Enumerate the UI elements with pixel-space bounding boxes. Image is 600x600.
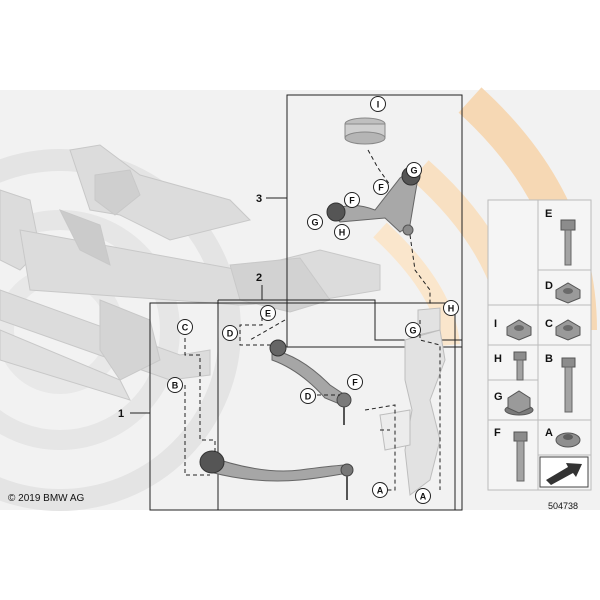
- callout-2: 2: [256, 272, 262, 284]
- parts-table: [487, 199, 592, 491]
- callout-circle-a: A: [372, 482, 388, 498]
- bolt-h-part: [513, 351, 527, 381]
- callout-letter: D: [227, 329, 234, 339]
- table-label-d: D: [545, 280, 553, 292]
- table-label-h: H: [494, 353, 502, 365]
- callout-letter: H: [339, 228, 346, 238]
- callout-letter: B: [172, 381, 179, 391]
- callout-circle-d: D: [222, 325, 238, 341]
- callout-circle-f: F: [347, 374, 363, 390]
- callout-letter: C: [182, 323, 189, 333]
- nut-i-part: [506, 319, 532, 341]
- callout-circle-f: F: [373, 179, 389, 195]
- arrow-symbol-icon: [539, 456, 589, 488]
- table-label-b: B: [545, 353, 553, 365]
- group-frame-3: [266, 94, 463, 348]
- bolt-b-part: [561, 357, 576, 413]
- subframe: [0, 144, 381, 401]
- callout-letter: F: [378, 183, 384, 193]
- diagram-part-number: 504738: [548, 501, 579, 511]
- callout-letter: G: [410, 166, 417, 176]
- bolt-f-part: [513, 431, 528, 482]
- callout-circle-c: C: [177, 319, 193, 335]
- table-label-g: G: [494, 391, 503, 403]
- callout-circle-b: B: [167, 377, 183, 393]
- callout-letter: G: [311, 218, 318, 228]
- strut-mount-part: [344, 117, 386, 145]
- callout-letter: I: [377, 100, 380, 110]
- nut-d-part: [555, 282, 581, 304]
- callout-letter: G: [409, 326, 416, 336]
- callout-letter: F: [349, 196, 355, 206]
- table-label-f: F: [494, 427, 501, 439]
- callout-circle-g: G: [406, 162, 422, 178]
- nut-g-part: [504, 390, 534, 416]
- letter-callouts: I G F F G H H G C B D E F D A A: [167, 96, 459, 504]
- tension-strut-arm: [199, 450, 354, 500]
- nut-c-part: [555, 319, 581, 341]
- callout-letter: H: [448, 304, 455, 314]
- callout-circle-a: A: [415, 488, 431, 504]
- nut-a-part: [555, 432, 581, 448]
- callout-1: 1: [118, 408, 124, 420]
- table-label-a: A: [545, 427, 553, 439]
- callout-circle-e: E: [260, 305, 276, 321]
- wheel-carrier: [379, 307, 446, 496]
- callout-letter: D: [305, 392, 312, 402]
- callout-letter: A: [420, 492, 427, 502]
- callout-circle-g: G: [405, 322, 421, 338]
- callout-circle-h: H: [334, 224, 350, 240]
- copyright-text: © 2019 BMW AG: [8, 493, 85, 504]
- callout-3: 3: [256, 193, 262, 205]
- callout-letter: E: [265, 309, 271, 319]
- callout-circle-d: D: [300, 388, 316, 404]
- callout-letter: F: [352, 378, 358, 388]
- bolt-e-part: [560, 219, 576, 266]
- callout-circle-h: H: [443, 300, 459, 316]
- table-label-e: E: [545, 208, 552, 220]
- callout-circle-i: I: [370, 96, 386, 112]
- callout-circle-g: G: [307, 214, 323, 230]
- lower-wishbone-arm: [269, 339, 352, 425]
- table-label-c: C: [545, 318, 553, 330]
- callout-letter: A: [377, 486, 384, 496]
- group-frame-1: [130, 302, 456, 511]
- table-label-i: I: [494, 318, 497, 330]
- callout-circle-f: F: [344, 192, 360, 208]
